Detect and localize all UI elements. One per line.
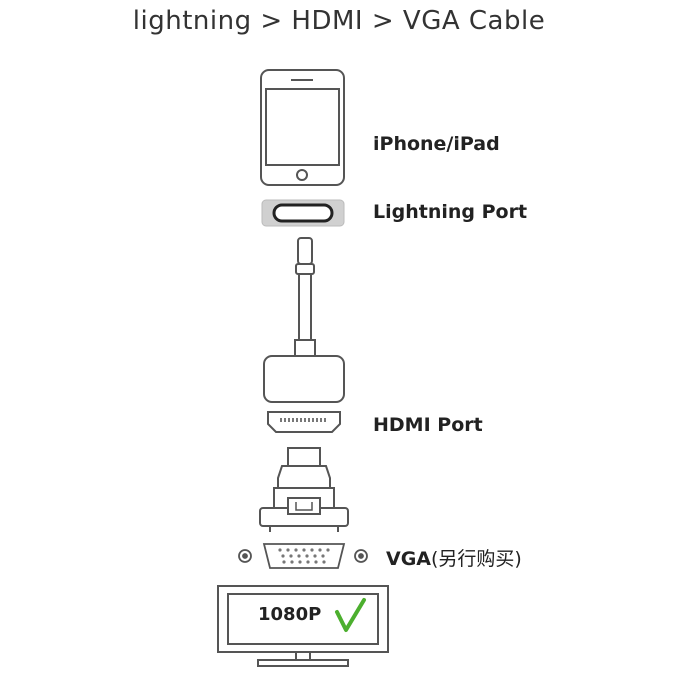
vga-note: (另行购买) [431, 548, 522, 570]
lightning-port-label: Lightning Port [373, 201, 528, 223]
checkmark-icon [335, 598, 366, 632]
monitor-resolution: 1080P [258, 604, 322, 625]
vga-label: VGA(另行购买) [386, 544, 522, 571]
monitor-icon [217, 585, 389, 667]
device-label: iPhone/iPad [373, 133, 500, 155]
vga-port-icon [238, 543, 368, 569]
hdmi-port-icon [267, 411, 341, 433]
hdmi-vga-connector-icon [259, 447, 349, 532]
hdmi-port-label: HDMI Port [373, 414, 483, 436]
lightning-hdmi-adapter-icon [263, 237, 345, 403]
vga-label-text: VGA [386, 548, 432, 570]
lightning-port-icon [261, 199, 345, 227]
iphone-icon [260, 69, 345, 186]
diagram-title: lightning > HDMI > VGA Cable [132, 6, 546, 36]
